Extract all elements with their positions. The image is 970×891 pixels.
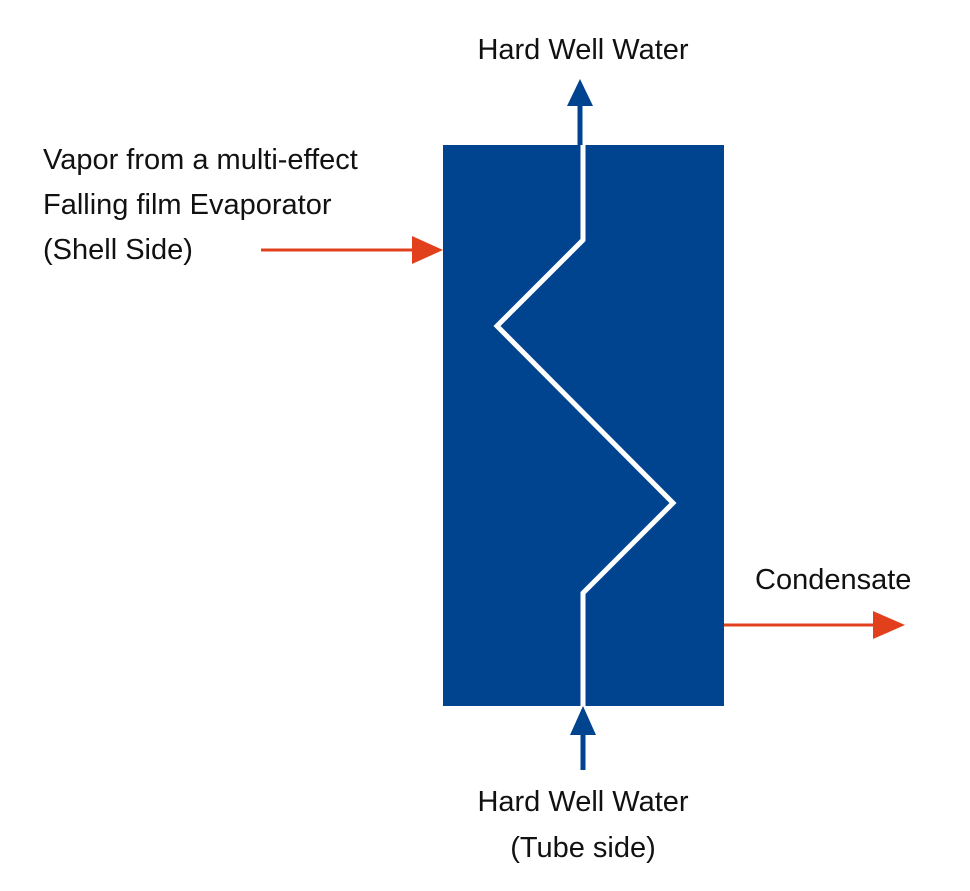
vapor-inlet-label-line1: Vapor from a multi-effect bbox=[43, 144, 358, 176]
vapor-inlet-arrow bbox=[261, 236, 443, 264]
tube-path bbox=[493, 145, 677, 706]
top-outlet-label: Hard Well Water bbox=[477, 34, 688, 66]
top-outlet-arrow bbox=[567, 79, 593, 145]
vapor-inlet-label-line3: (Shell Side) bbox=[43, 234, 193, 266]
bottom-inlet-label-line1: Hard Well Water bbox=[477, 786, 688, 818]
bottom-inlet-arrow bbox=[570, 706, 596, 770]
bottom-inlet-label-line2: (Tube side) bbox=[510, 832, 656, 864]
condensate-outlet-arrow bbox=[724, 611, 905, 639]
vapor-inlet-label-line2: Falling film Evaporator bbox=[43, 189, 332, 221]
condensate-label: Condensate bbox=[755, 564, 911, 596]
